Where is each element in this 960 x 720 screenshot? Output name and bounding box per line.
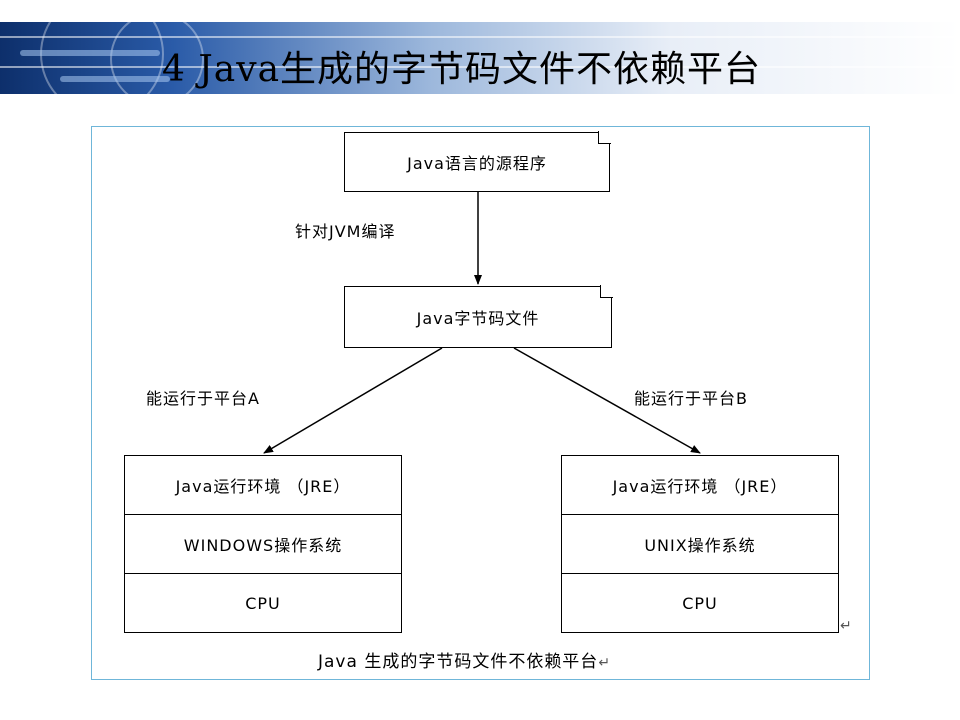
bytecode-file-box: Java字节码文件	[344, 285, 613, 348]
platform-b-cpu: CPU	[682, 593, 718, 613]
platform-b-label: 能运行于平台B	[634, 389, 748, 408]
source-program-box: Java语言的源程序	[344, 131, 611, 192]
page-fold-icon	[598, 131, 611, 144]
page-fold-icon	[600, 285, 613, 298]
header-banner	[0, 22, 960, 94]
platform-a-cpu: CPU	[245, 593, 281, 613]
platform-a-os: WINDOWS操作系统	[125, 515, 401, 574]
platform-b-stack: Java运行环境 （JRE） UNIX操作系统 CPU	[561, 455, 839, 633]
platform-a-label: 能运行于平台A	[146, 389, 260, 408]
figure-caption-text: Java 生成的字节码文件不依赖平台	[318, 652, 599, 672]
platform-a-jre: Java运行环境 （JRE）	[125, 456, 401, 515]
platform-b-os: UNIX操作系统	[562, 515, 838, 574]
return-mark: ↵	[598, 655, 612, 671]
source-program-label: Java语言的源程序	[407, 154, 547, 173]
slide-title: 4 Java生成的字节码文件不依赖平台	[162, 49, 762, 90]
bytecode-file-label: Java字节码文件	[416, 309, 540, 328]
figure-caption: Java 生成的字节码文件不依赖平台↵	[318, 647, 611, 672]
corner-return-mark: ↵	[840, 618, 853, 634]
platform-a-stack: Java运行环境 （JRE） WINDOWS操作系统 CPU	[124, 455, 402, 633]
compile-label: 针对JVM编译	[295, 222, 396, 241]
platform-b-jre: Java运行环境 （JRE）	[562, 456, 838, 515]
